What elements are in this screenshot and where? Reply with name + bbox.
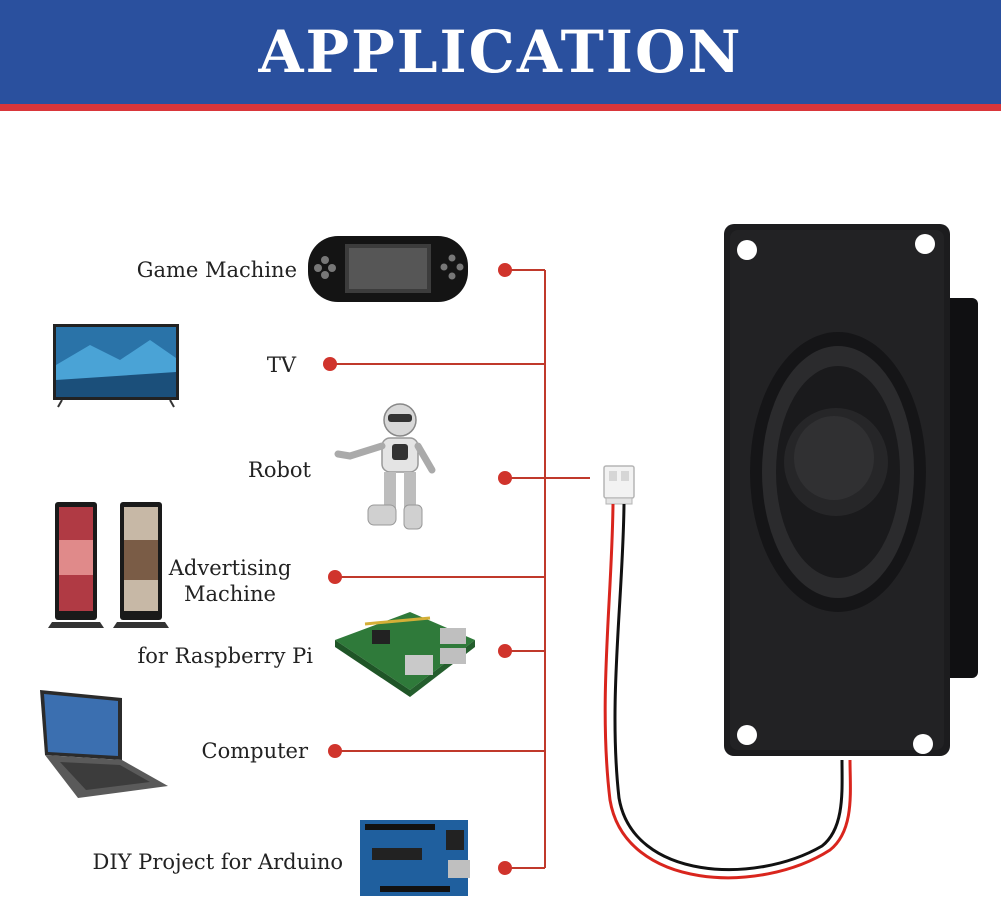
header-bar	[0, 0, 1001, 104]
label-game-machine: Game Machine	[136, 258, 297, 282]
laptop-icon	[40, 690, 168, 798]
label-arduino: DIY Project for Arduino	[92, 850, 343, 874]
label-raspberry-pi: for Raspberry Pi	[137, 644, 314, 668]
label-advertising-line2: Machine	[184, 582, 276, 606]
label-computer: Computer	[201, 739, 309, 763]
arduino-board-icon	[360, 820, 470, 896]
header-stripe	[0, 104, 1001, 111]
page-title: APPLICATION	[258, 18, 743, 86]
speaker-icon	[724, 224, 978, 756]
jst-connector-icon	[603, 465, 635, 505]
speaker-wires	[603, 503, 852, 880]
connector-lines	[330, 269, 590, 869]
connector-dots	[323, 263, 512, 875]
label-tv: TV	[266, 353, 296, 377]
robot-icon	[334, 403, 436, 530]
tv-icon	[53, 324, 179, 408]
label-robot: Robot	[248, 458, 311, 482]
raspberry-pi-board-icon	[335, 612, 475, 697]
label-advertising-line1: Advertising	[168, 556, 292, 580]
game-console-icon	[308, 236, 468, 302]
label-advertising-machine: Advertising Machine	[150, 555, 310, 607]
kiosk-icon	[48, 502, 169, 628]
